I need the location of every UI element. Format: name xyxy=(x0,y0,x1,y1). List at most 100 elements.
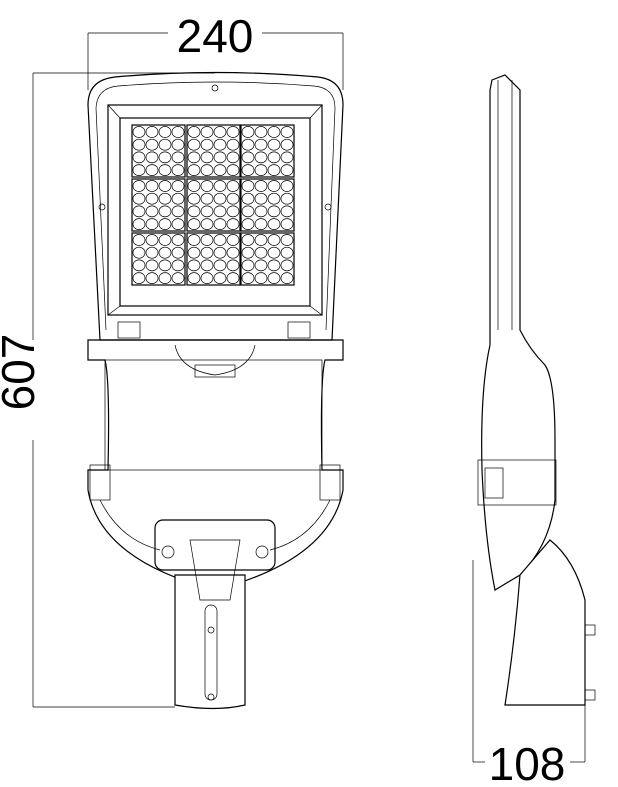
led-lens xyxy=(254,272,268,284)
led-lens xyxy=(200,205,214,218)
led-lens xyxy=(187,126,201,138)
led-lens xyxy=(200,126,214,138)
led-lens xyxy=(241,138,255,151)
led-lens xyxy=(145,138,159,151)
led-lens xyxy=(213,192,227,205)
led-lens xyxy=(280,259,294,272)
led-lens xyxy=(132,151,146,164)
led-lens xyxy=(280,246,294,259)
led-lens xyxy=(241,272,255,284)
led-lens xyxy=(158,164,172,176)
led-lens xyxy=(213,151,227,164)
led-lens xyxy=(226,180,240,192)
led-lens xyxy=(241,246,255,259)
led-lens xyxy=(187,180,201,192)
led-lens xyxy=(280,272,294,284)
led-lens xyxy=(226,126,240,138)
led-lens xyxy=(171,164,185,176)
led-lens xyxy=(226,218,240,230)
led-lens xyxy=(132,138,146,151)
led-lens xyxy=(158,246,172,259)
led-lens xyxy=(254,180,268,192)
led-lens xyxy=(241,205,255,218)
led-lens xyxy=(171,180,185,192)
led-lens xyxy=(158,234,172,246)
led-lens xyxy=(158,180,172,192)
led-lens xyxy=(187,192,201,205)
led-lens xyxy=(254,164,268,176)
led-lens xyxy=(200,234,214,246)
led-module xyxy=(131,178,186,232)
led-lens xyxy=(171,138,185,151)
led-lens xyxy=(267,218,281,230)
led-lens xyxy=(158,259,172,272)
height-dimension: 607 xyxy=(0,72,215,708)
led-lens xyxy=(254,151,268,164)
led-lens xyxy=(132,234,146,246)
led-lens xyxy=(171,205,185,218)
led-lens xyxy=(267,246,281,259)
led-lens xyxy=(200,218,214,230)
led-lens xyxy=(158,192,172,205)
led-lens xyxy=(145,180,159,192)
led-module xyxy=(186,178,241,232)
led-lens xyxy=(226,151,240,164)
led-lens xyxy=(213,164,227,176)
led-lens xyxy=(254,259,268,272)
led-lens xyxy=(145,234,159,246)
led-lens xyxy=(200,259,214,272)
width-label: 240 xyxy=(177,10,254,62)
led-lens xyxy=(280,234,294,246)
led-module xyxy=(131,232,186,286)
led-lens xyxy=(254,126,268,138)
led-lens xyxy=(187,151,201,164)
led-lens xyxy=(132,272,146,284)
led-module xyxy=(240,232,295,286)
led-lens xyxy=(158,272,172,284)
led-lens xyxy=(200,272,214,284)
led-lens xyxy=(241,234,255,246)
led-lens xyxy=(213,180,227,192)
led-lens xyxy=(226,164,240,176)
led-lens xyxy=(241,151,255,164)
led-lens xyxy=(145,192,159,205)
led-lens xyxy=(145,259,159,272)
led-lens xyxy=(171,218,185,230)
led-lens xyxy=(187,138,201,151)
led-lens xyxy=(280,205,294,218)
led-lens xyxy=(145,246,159,259)
led-lens xyxy=(200,180,214,192)
led-lens xyxy=(226,138,240,151)
led-lens xyxy=(267,272,281,284)
led-lens xyxy=(241,164,255,176)
led-lens xyxy=(267,151,281,164)
led-lens xyxy=(213,272,227,284)
led-lens xyxy=(158,218,172,230)
led-lens xyxy=(267,126,281,138)
led-lens xyxy=(280,151,294,164)
led-lens xyxy=(187,272,201,284)
led-lens xyxy=(200,246,214,259)
led-lens xyxy=(213,138,227,151)
led-lens xyxy=(187,205,201,218)
led-lens xyxy=(187,164,201,176)
led-lens xyxy=(241,218,255,230)
led-lens xyxy=(267,138,281,151)
led-lens xyxy=(226,259,240,272)
led-lens xyxy=(267,234,281,246)
led-lens xyxy=(158,138,172,151)
led-lens xyxy=(145,126,159,138)
led-lens xyxy=(132,205,146,218)
led-lens xyxy=(213,234,227,246)
led-lens xyxy=(132,126,146,138)
led-lens xyxy=(254,138,268,151)
led-module xyxy=(240,178,295,232)
led-lens xyxy=(226,205,240,218)
led-lens xyxy=(145,205,159,218)
led-lens xyxy=(187,259,201,272)
led-lens xyxy=(254,218,268,230)
led-lens xyxy=(280,164,294,176)
depth-dimension: 108 xyxy=(472,560,586,787)
led-lens xyxy=(158,151,172,164)
led-lens xyxy=(171,151,185,164)
